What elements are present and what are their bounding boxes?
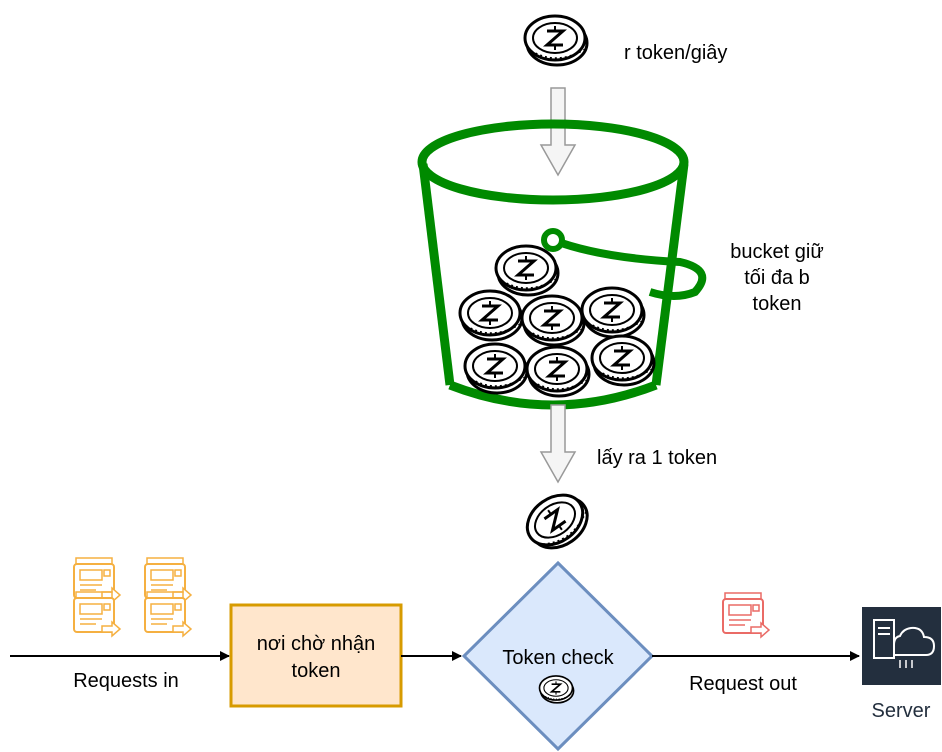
request-envelope-icon — [73, 557, 121, 603]
incoming-coin-icon — [523, 14, 589, 67]
coin-icon — [580, 286, 646, 339]
rate-label: r token/giây — [624, 42, 727, 64]
token-check-label: Token check — [502, 647, 614, 669]
take-one-label: lấy ra 1 token — [597, 447, 717, 469]
bucket-coins — [458, 244, 656, 398]
arrow-out-of-bucket — [539, 404, 577, 484]
coin-icon — [525, 345, 591, 398]
request-out-label: Request out — [689, 673, 797, 695]
request-envelope-icon — [144, 557, 192, 603]
bucket-label-line3: token — [753, 293, 802, 315]
request-envelope-icon — [144, 591, 192, 637]
server-cloud-icon — [862, 607, 941, 685]
bucket-label-line1: bucket giữ — [730, 241, 823, 263]
arrow-into-bucket — [539, 87, 577, 177]
request-envelope-icon — [73, 591, 121, 637]
waiting-box-line1: nơi chờ nhận — [257, 633, 376, 655]
coin-icon — [463, 342, 529, 395]
coin-icon — [458, 289, 524, 342]
small-coin-icon — [538, 675, 575, 704]
token-check-diamond: Token check — [461, 560, 655, 752]
coin-icon — [590, 334, 656, 387]
coin-icon — [494, 244, 560, 297]
server-label: Server — [872, 700, 931, 722]
request-envelope-out-icon — [722, 592, 770, 638]
waiting-box-line2: token — [292, 660, 341, 682]
waiting-queue-box: nơi chờ nhận token — [229, 603, 403, 708]
requests-in-label: Requests in — [73, 670, 179, 692]
taken-coin-icon — [516, 482, 599, 561]
bucket-label-line2: tối đa b — [744, 267, 810, 289]
requests-in-icons — [73, 557, 192, 637]
coin-icon — [520, 294, 586, 347]
